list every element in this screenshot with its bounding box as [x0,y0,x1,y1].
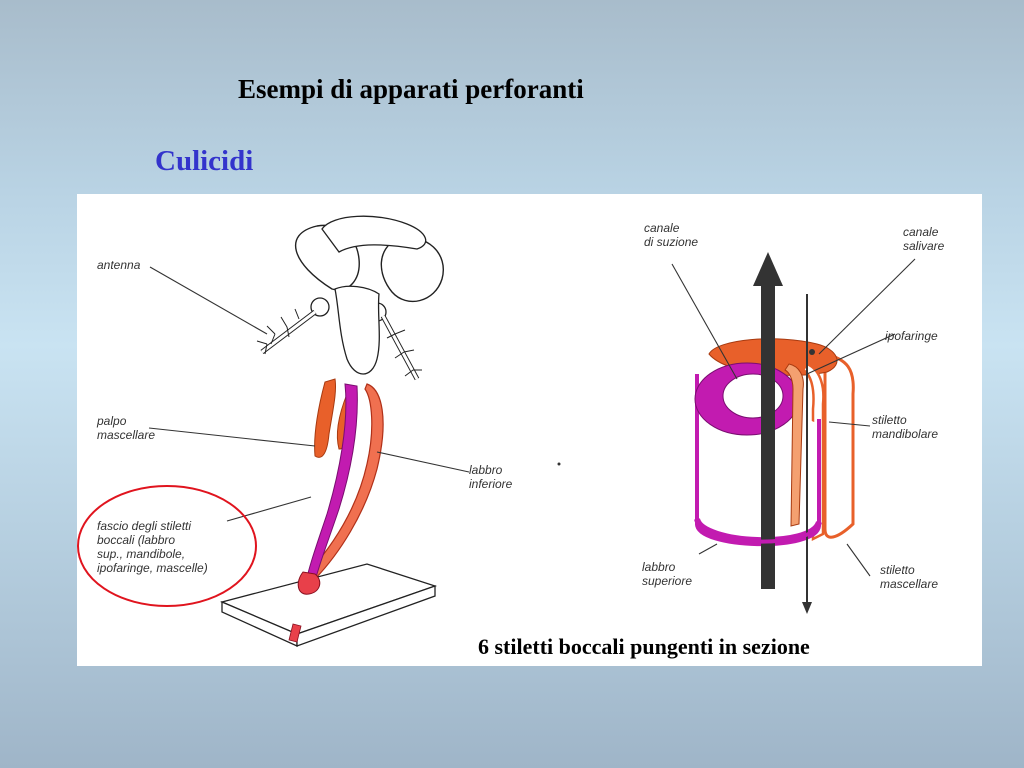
suction-arrow-shaft [761,279,775,589]
stiletto-mascellare-back [823,352,855,539]
label-fascio-2: boccali (labbro [97,533,175,547]
diagram-panel: antenna palpo mascellare labbro inferior… [77,194,982,666]
label-ipofaringe: ipofaringe [885,329,938,343]
diagram-svg: antenna palpo mascellare labbro inferior… [77,215,945,648]
label-palpo-1: palpo [96,414,127,428]
maxillary-palp-left [314,378,336,458]
label-canale-salivare-2: salivare [903,239,945,253]
label-labbro-sup-2: superiore [642,574,692,588]
suction-arrow-head [753,252,783,286]
left-antenna-base [310,297,330,317]
label-fascio-4: ipofaringe, mascelle) [97,561,208,575]
label-canale-salivare-1: canale [903,225,939,239]
right-compound-eye [380,237,444,302]
label-labbro-inf-1: labbro [469,463,503,477]
label-antenna: antenna [97,258,141,272]
mosquito-head-illustration [219,215,444,648]
labium-tip [297,571,321,595]
right-antenna-hairs [386,329,422,377]
figure-caption: 6 stiletti boccali pungenti in sezione [478,634,810,659]
right-leader-lines [671,258,916,577]
salivary-canal-dot [809,349,815,355]
label-stiletto-mand-2: mandibolare [872,427,938,441]
label-labbro-inf-2: inferiore [469,477,513,491]
left-leader-lines [148,266,470,522]
head-top [321,215,427,253]
label-fascio-3: sup., mandibole, [97,547,185,561]
label-canale-suzione-1: canale [644,221,680,235]
label-canale-suzione-2: di suzione [644,235,698,249]
label-fascio-1: fascio degli stiletti [97,519,191,533]
saliva-arrow-head [802,602,812,614]
stylet-tip-below-skin [288,623,302,643]
cross-section-illustration [694,252,855,614]
label-labbro-sup-1: labbro [642,560,676,574]
clypeus [334,285,380,375]
stray-dot [557,462,561,466]
label-stiletto-masc-2: mascellare [880,577,938,591]
label-stiletto-mand-1: stiletto [872,413,907,427]
label-stiletto-masc-1: stiletto [880,563,915,577]
highlight-circle [77,485,257,607]
left-antenna-hairs [256,308,300,355]
slide-title: Esempi di apparati perforanti [238,74,584,104]
ipofaringe [784,363,804,527]
slide-subtitle: Culicidi [155,145,254,177]
label-palpo-2: mascellare [97,428,155,442]
